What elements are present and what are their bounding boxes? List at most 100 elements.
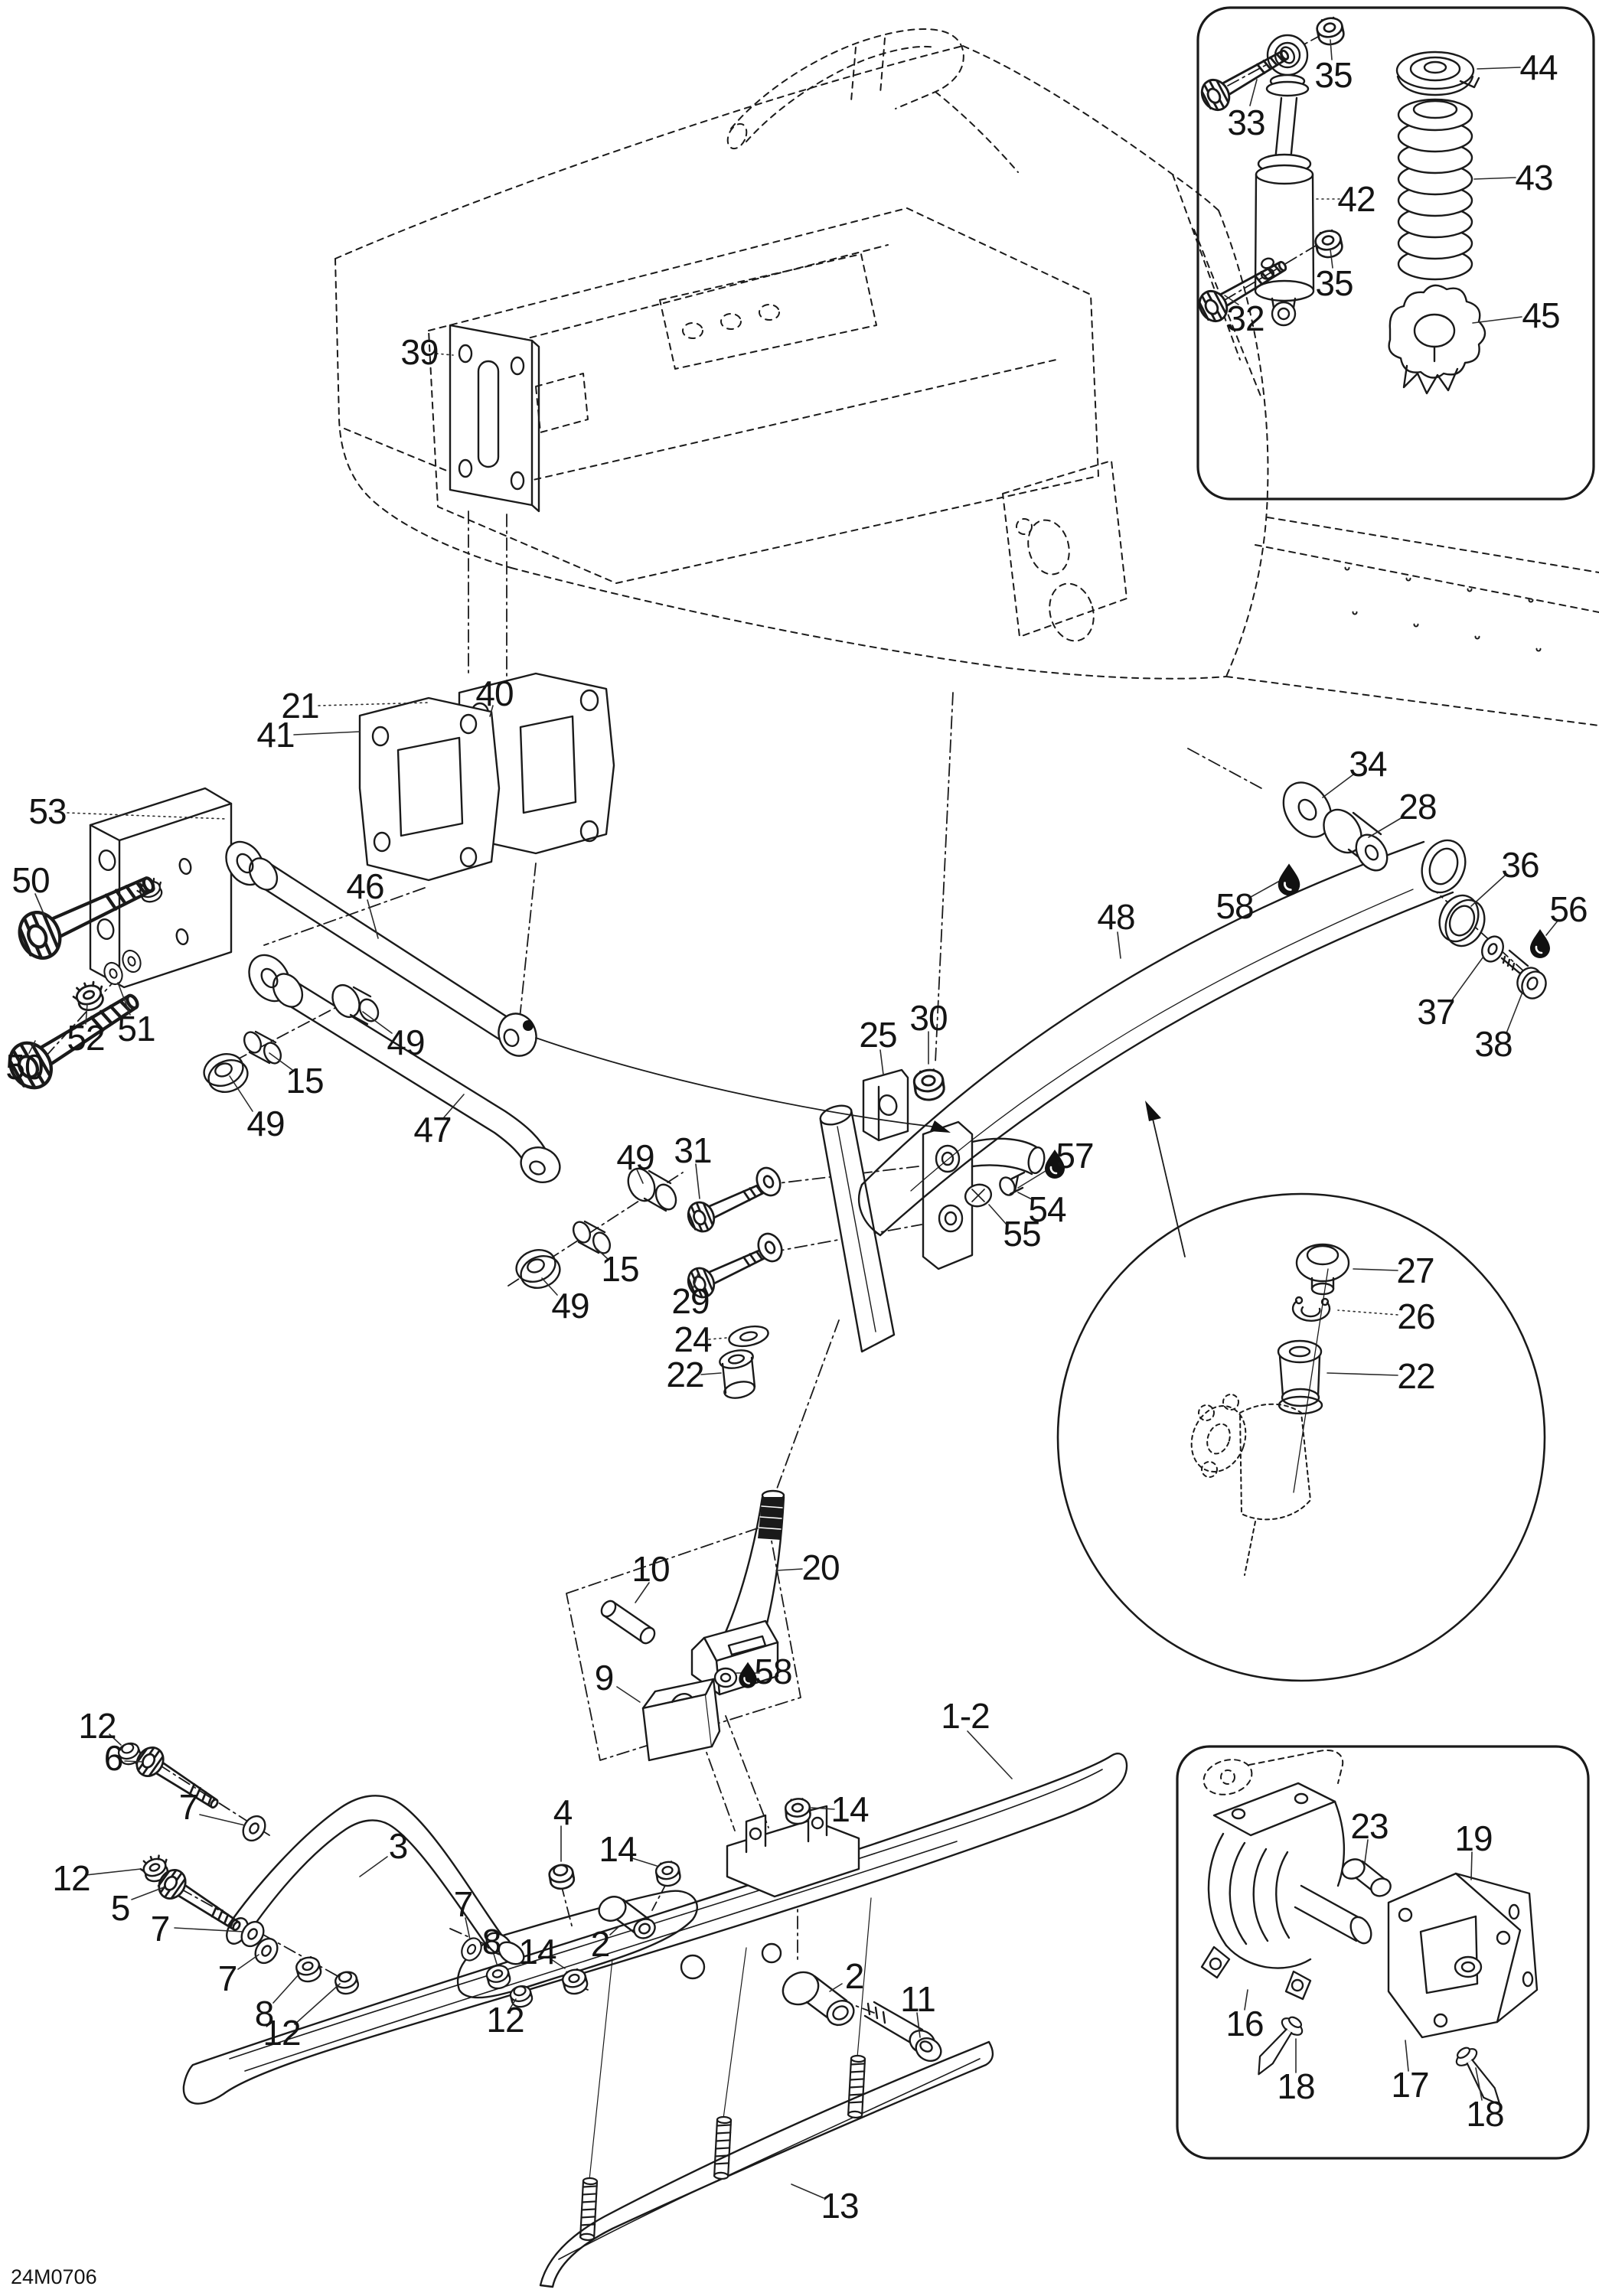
locknut-52 [69,977,109,1016]
callout-28: 28 [1398,787,1437,827]
spring-cap-44 [1395,51,1480,96]
callout-57: 57 [1056,1136,1094,1176]
callout-55: 55 [1003,1214,1041,1254]
nut-30 [912,1067,947,1103]
radius-arm-46 [225,840,537,1057]
callout-48: 48 [1097,897,1135,937]
leader-line-35 [1330,249,1333,269]
leader-line-35 [1330,39,1333,60]
callout-44: 44 [1519,47,1558,87]
callout-14: 14 [831,1789,869,1829]
leader-line-19 [1470,1851,1473,1880]
callout-45: 45 [1522,295,1560,335]
bolt-31 [682,1163,786,1237]
nut-35-lower [1313,227,1346,261]
callout-33: 33 [1227,103,1265,142]
callout-2: 2 [590,1924,611,1964]
leader-line-12 [294,1983,341,2025]
callout-22: 22 [1397,1356,1435,1396]
callout-2: 2 [844,1956,865,1996]
leader-line-31 [695,1163,700,1199]
leader-line-15 [269,1052,293,1071]
callout-12: 12 [263,2013,301,2053]
callout-20: 20 [801,1548,840,1587]
leader-line-49 [229,1075,253,1112]
runner-13 [539,2040,994,2288]
shock-absorber-kit-box [1196,6,1595,501]
callout-12: 12 [52,1858,90,1898]
callout-18: 18 [1466,2094,1504,2134]
pin-10 [600,1600,656,1645]
leader-line-58 [1250,881,1279,898]
leader-line-3 [359,1856,388,1877]
leader-line-34 [1322,774,1354,798]
bolt-11 [863,2001,942,2063]
washer-55 [964,1183,993,1208]
callout-40: 40 [475,673,514,713]
bracket-41 [358,696,501,882]
detail-circle [1056,1192,1546,1682]
callout-32: 32 [1226,298,1265,338]
leader-line-49 [636,1169,644,1184]
callout-16: 16 [1225,2004,1264,2043]
callout-51: 51 [117,1009,155,1049]
leader-line-22 [1327,1372,1398,1376]
callout-1-2: 1-2 [941,1696,990,1736]
callout-14: 14 [599,1829,637,1869]
callout-46: 46 [346,866,384,906]
callout-5: 5 [110,1888,131,1928]
leader-line-7 [199,1814,246,1826]
leader-line-57 [1017,1170,1046,1189]
leader-line-28 [1368,817,1403,838]
ski-1-2 [182,1753,1128,2180]
leader-line-46 [367,899,379,939]
leader-line-7 [465,1917,471,1940]
washer-24 [728,1325,769,1348]
callout-34: 34 [1349,744,1387,784]
washer-37 [1477,931,1508,967]
leader-line-9 [616,1686,641,1703]
part-code: 24M0706 [11,2265,97,2288]
callout-12: 12 [486,2000,524,2040]
leader-line-27 [1353,1268,1398,1271]
leader-line-12 [85,1868,142,1876]
bracket-25 [862,1068,909,1142]
leader-line-49 [362,1011,393,1034]
leader-line-49 [541,1277,558,1296]
detail-housing-sketch [1190,1394,1311,1576]
leader-line-18 [1475,2067,1483,2101]
leader-line-38 [1506,990,1524,1034]
leader-line-1-2 [967,1730,1013,1779]
steering-post-20 [720,1489,785,1653]
callout-18: 18 [1277,2066,1315,2106]
leader-line-2 [609,1925,621,1936]
leader-line-14 [631,1857,658,1867]
callout-25: 25 [859,1015,897,1055]
callout-13: 13 [821,2186,859,2226]
spacer-15-left [243,1030,282,1065]
callout-11: 11 [900,1979,936,2019]
rubber-stop-9 [641,1678,721,1762]
bushing-23 [1341,1858,1392,1897]
leader-line-7 [174,1927,244,1932]
leader-line-45 [1472,316,1522,324]
leader-line-22 [700,1372,722,1375]
leader-line-56 [1545,919,1559,936]
callout-26: 26 [1397,1296,1435,1336]
callout-50: 50 [5,1047,44,1087]
detail-clip-26 [1291,1296,1331,1322]
leader-line-12 [109,1733,122,1746]
bushing-49-arm47-end [627,1167,677,1212]
callout-21: 21 [281,686,319,726]
leader-line-7 [237,1954,259,1970]
bushing-2-left [598,1896,656,1939]
spindle-housing [819,1104,1046,1353]
callout-49: 49 [616,1137,654,1177]
callout-22: 22 [666,1355,704,1394]
callout-7: 7 [217,1958,238,1998]
generated-overlay [28,6,1595,2199]
callout-50: 50 [11,860,50,900]
callout-56: 56 [1549,889,1588,929]
leader-line-8 [272,1972,301,2004]
